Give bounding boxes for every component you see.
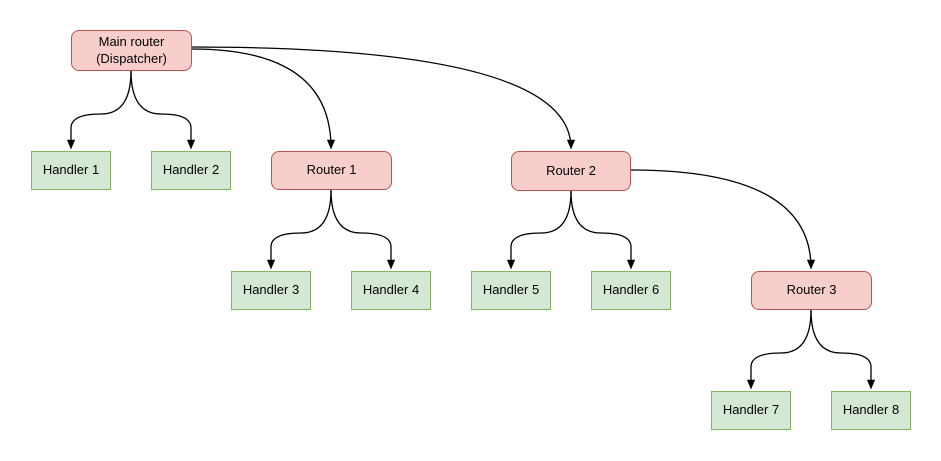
node-label-handler-2: Handler 2 — [162, 162, 220, 178]
node-label-handler-5: Handler 5 — [482, 282, 540, 298]
node-handler-8: Handler 8 — [831, 391, 911, 430]
node-handler-1: Handler 1 — [31, 151, 111, 190]
edge-router-3-to-handler-8 — [810, 309, 876, 390]
node-handler-4: Handler 4 — [351, 271, 431, 310]
node-router-2: Router 2 — [511, 151, 631, 191]
edge-router-1-to-handler-3 — [266, 189, 332, 270]
edge-router-2-to-handler-5 — [506, 190, 572, 270]
node-label-router-2: Router 2 — [546, 162, 596, 178]
node-label-handler-8: Handler 8 — [842, 402, 900, 418]
node-label-handler-3: Handler 3 — [242, 282, 300, 298]
node-label-router-1: Router 1 — [306, 162, 357, 178]
node-label-handler-6: Handler 6 — [602, 282, 660, 298]
edge-router-3-to-handler-7 — [746, 309, 812, 390]
edge-main-router-to-router-2 — [191, 46, 576, 150]
node-main-router: Main router (Dispatcher) — [71, 30, 192, 71]
node-handler-6: Handler 6 — [591, 271, 671, 310]
edge-router-2-to-router-3 — [630, 169, 816, 270]
node-label-router-3: Router 3 — [786, 282, 837, 298]
node-handler-7: Handler 7 — [711, 391, 791, 430]
edge-main-router-to-handler-1 — [66, 70, 132, 150]
edge-main-router-to-router-1 — [191, 48, 336, 150]
node-handler-3: Handler 3 — [231, 271, 311, 310]
node-router-1: Router 1 — [271, 151, 392, 190]
node-label-main-router: Main router (Dispatcher) — [96, 34, 167, 66]
edge-router-2-to-handler-6 — [570, 190, 636, 270]
node-label-handler-7: Handler 7 — [722, 402, 780, 418]
edge-router-1-to-handler-4 — [330, 189, 396, 270]
node-label-handler-1: Handler 1 — [42, 162, 100, 178]
node-label-handler-4: Handler 4 — [362, 282, 420, 298]
node-handler-5: Handler 5 — [471, 271, 551, 310]
node-router-3: Router 3 — [751, 271, 872, 310]
node-handler-2: Handler 2 — [151, 151, 231, 190]
edge-main-router-to-handler-2 — [130, 70, 196, 150]
